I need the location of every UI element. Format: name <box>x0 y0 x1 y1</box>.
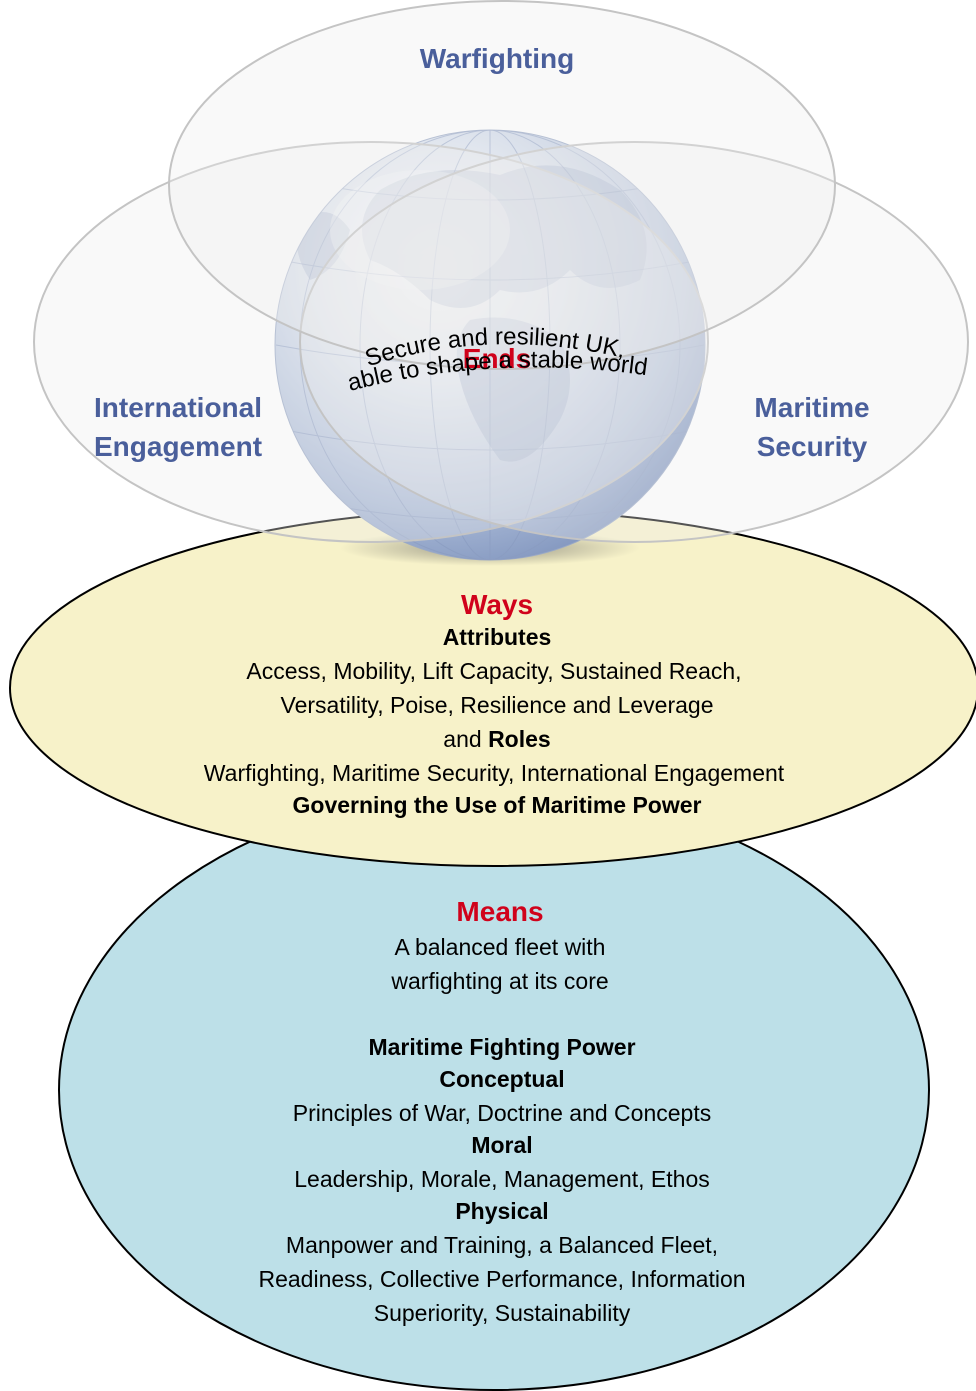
governing-heading: Governing the Use of Maritime Power <box>293 792 702 818</box>
moral-text: Leadership, Morale, Management, Ethos <box>294 1166 710 1192</box>
physical-line3: Superiority, Sustainability <box>374 1300 631 1326</box>
globe-icon <box>274 129 706 561</box>
roles-prefix: and <box>443 726 488 752</box>
roles-heading: Roles <box>488 726 551 752</box>
means-title: Means <box>456 896 543 927</box>
mfp-heading: Maritime Fighting Power <box>368 1034 635 1060</box>
warfighting-ellipse <box>168 0 836 370</box>
ends-title: Ends <box>463 343 531 374</box>
maritime-security-label-line1: Maritime <box>754 392 869 423</box>
international-label-line1: International <box>94 392 262 423</box>
conceptual-heading: Conceptual <box>439 1066 564 1092</box>
roles-list: Warfighting, Maritime Security, Internat… <box>204 760 785 786</box>
international-engagement-ellipse <box>33 141 709 543</box>
moral-heading: Moral <box>471 1132 532 1158</box>
roles-line: and Roles <box>443 726 550 752</box>
conceptual-text: Principles of War, Doctrine and Concepts <box>293 1100 711 1126</box>
attributes-line1: Access, Mobility, Lift Capacity, Sustain… <box>246 658 741 684</box>
international-label-line2: Engagement <box>94 431 262 462</box>
physical-line1: Manpower and Training, a Balanced Fleet, <box>286 1232 718 1258</box>
attributes-heading: Attributes <box>443 624 552 650</box>
attributes-line2: Versatility, Poise, Resilience and Lever… <box>281 692 714 718</box>
warfighting-label: Warfighting <box>420 43 574 74</box>
maritime-security-ellipse <box>299 141 969 543</box>
maritime-security-label-line2: Security <box>757 431 868 462</box>
means-line1: A balanced fleet with <box>395 934 606 960</box>
ways-title: Ways <box>461 589 533 620</box>
physical-line2: Readiness, Collective Performance, Infor… <box>258 1266 745 1292</box>
means-line2: warfighting at its core <box>390 968 608 994</box>
physical-heading: Physical <box>455 1198 548 1224</box>
